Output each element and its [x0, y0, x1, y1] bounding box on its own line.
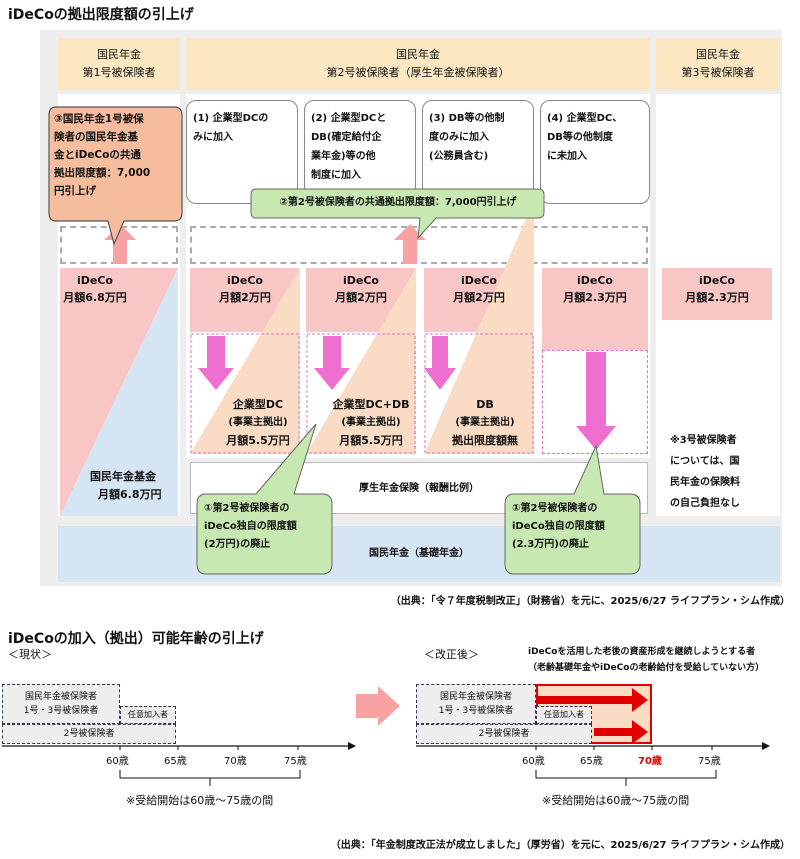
down-arrow-icon — [424, 336, 456, 390]
national-pension: 国民年金（基礎年金） — [58, 526, 780, 582]
col1-ideco: iDeCo 月額2万円 — [219, 274, 271, 304]
current-age-60: 60歳 — [106, 756, 129, 767]
callout-one-right: ①第2号被保険者の iDeCo独自の限度額 (2.3万円)の廃止 — [512, 503, 605, 550]
current-second-insured: 2号被保険者 — [2, 724, 176, 744]
after-age-70: 70歳 — [638, 756, 662, 767]
after-timeline — [416, 742, 770, 750]
after-age-65: 65歳 — [580, 756, 603, 767]
current-age-75: 75歳 — [284, 756, 307, 767]
current-receipt-bracket — [119, 770, 301, 786]
col1-corporate-dc: 企業型DC (事業主拠出) 月額5.5万円 — [226, 398, 290, 447]
col4-ideco: iDeCo 月額2.3万円 — [563, 274, 627, 304]
after-receipt-bracket — [535, 770, 717, 786]
col3-db-shape — [424, 200, 534, 454]
section2-source: （出典：「年金制度改正法が成立しました」（厚労省）を元に、2025/6/27 ラ… — [330, 840, 790, 851]
callout-one-left-shape — [196, 423, 333, 575]
after-receipt-note: ※受給開始は60歳〜75歳の間 — [542, 794, 690, 807]
col2-corp-shape — [306, 268, 416, 454]
first-national-fund: 国民年金基金 月額6.8万円 — [90, 470, 162, 501]
category-db-only: (3) DB等の他制 度のみに加入 (公務員含む) — [422, 100, 534, 204]
first-insured-bar — [60, 268, 178, 516]
current-age-70: 70歳 — [224, 756, 247, 767]
right-arrow-icon — [356, 686, 400, 726]
current-receipt-note: ※受給開始は60歳〜75歳の間 — [126, 794, 274, 807]
callout-two-shape — [250, 188, 545, 240]
third-insured-note: ※3号被保険者 については、国 民年金の保険料 の自己負担なし — [670, 435, 740, 509]
after-age-75: 75歳 — [698, 756, 721, 767]
header-first-insured: 国民年金 第1号被保険者 — [58, 38, 180, 90]
callout-one-right-shape — [504, 444, 641, 575]
after-second-insured: 2号被保険者 — [416, 724, 592, 744]
third-ideco-block — [662, 268, 772, 320]
extension-arrows — [538, 688, 648, 744]
current-voluntary: 任意加入者 — [120, 706, 176, 724]
section1-source: （出典：「令７年度税制改正」（財務省）を元に、2025/6/27 ライフプラン・… — [390, 596, 790, 607]
col1-corp-shape — [190, 268, 300, 454]
callout-three: ③国民年金1号被保 険者の国民年金基 金とiDeCoの共通 拠出限度額：7,00… — [54, 113, 151, 197]
header-second-insured: 国民年金 第2号被保険者（厚生年金被保険者） — [186, 38, 650, 90]
callout-three-shape — [48, 106, 183, 246]
callout-two: ②第2号被保険者の共通拠出限度額：7,000円引上げ — [279, 197, 517, 208]
section1-title: iDeCoの拠出限度額の引上げ — [8, 7, 194, 23]
col2-corporate-dc-db: 企業型DC+DB (事業主拠出) 月額5.5万円 — [332, 398, 410, 447]
down-arrow-icon — [314, 336, 350, 390]
current-national-insured: 国民年金被保険者 1号・3号被保険者 — [2, 684, 120, 724]
category-dc-db: (2) 企業型DCと DB(確定給付企 業年金)等の他 制度に加入 — [304, 100, 416, 204]
category-none: (4) 企業型DC、 DB等の他制度 に未加入 — [540, 100, 650, 204]
down-arrow-icon — [576, 352, 616, 450]
current-timeline — [2, 742, 356, 750]
col3-db: DB (事業主拠出) 拠出限度額無 — [452, 398, 518, 447]
first-ideco: iDeCo 月額6.8万円 — [63, 274, 127, 304]
after-label: ＜改正後＞ — [424, 648, 479, 661]
category-dc-only: (1) 企業型DCの みに加入 — [186, 100, 298, 204]
down-arrow-icon — [198, 336, 234, 390]
after-national-insured: 国民年金被保険者 1号・3号被保険者 — [416, 684, 536, 724]
current-age-65: 65歳 — [164, 756, 187, 767]
callout-one-left: ①第2号被保険者の iDeCo独自の限度額 (2万円)の廃止 — [204, 503, 297, 550]
col3-ideco: iDeCo 月額2万円 — [453, 274, 505, 304]
header-third-insured: 国民年金 第3号被保険者 — [656, 38, 780, 90]
section2-title: iDeCoの加入（拠出）可能年齢の引上げ — [8, 631, 264, 647]
current-label: ＜現状＞ — [8, 648, 52, 661]
after-voluntary: 任意加入者 — [536, 706, 592, 724]
col4-ideco-block — [542, 268, 648, 350]
col2-ideco: iDeCo 月額2万円 — [335, 274, 387, 304]
third-ideco: iDeCo 月額2.3万円 — [685, 274, 749, 304]
after-note: iDeCoを活用した老後の資産形成を継続しようとする者 （老齢基礎年金やiDeC… — [528, 647, 765, 673]
after-age-60: 60歳 — [522, 756, 545, 767]
